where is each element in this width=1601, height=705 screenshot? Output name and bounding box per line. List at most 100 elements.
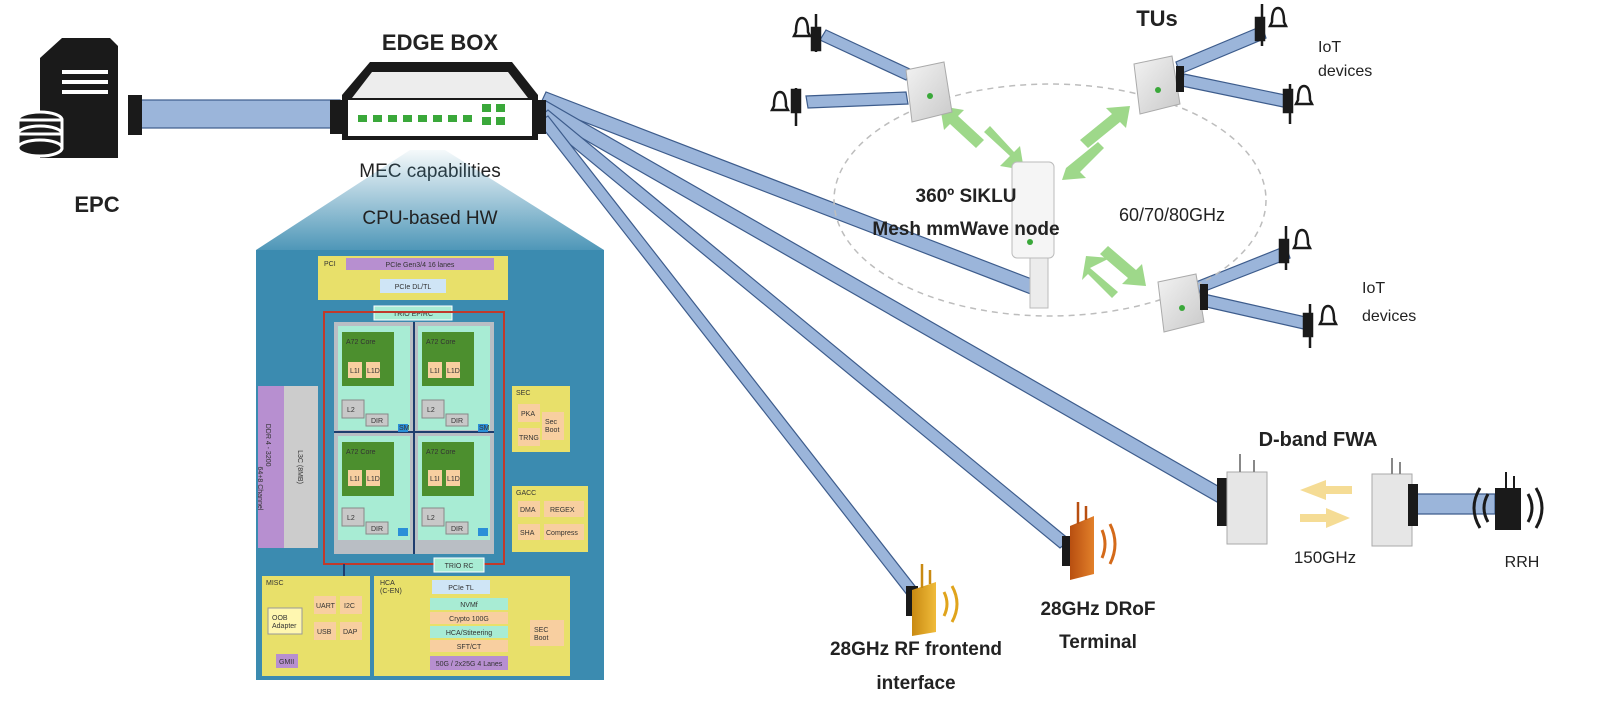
chip-sm-2: SM — [479, 425, 490, 432]
chip-hca-steer: HCA/Stiteering — [446, 630, 492, 637]
chip-dir-4: DIR — [451, 526, 463, 533]
bell-icon — [1254, 4, 1289, 46]
chip-l3c: L3C (8MB) — [296, 450, 303, 484]
chip-sha: SHA — [520, 530, 535, 537]
dband-unit-right — [1371, 458, 1418, 547]
core-quad: A72 Core A72 Core A72 Core A72 Core L1I … — [334, 322, 494, 554]
chip-l1d-1: L1D — [367, 368, 380, 375]
chip-crypto: Crypto 100G — [449, 616, 489, 623]
rrh-antenna-icon — [1472, 472, 1544, 530]
mesh-ellipse — [833, 83, 1267, 317]
chip-gmii: GMII — [279, 659, 294, 666]
chip-core-4: A72 Core — [426, 449, 456, 456]
mec-beam — [256, 150, 604, 250]
freq-mesh-label: 60/70/80GHz — [1119, 205, 1225, 225]
chip-l2-4: L2 — [427, 515, 435, 522]
fiber-links — [139, 25, 1496, 597]
chip-nvmf: NVMf — [460, 602, 478, 609]
rf-frontend-icon — [906, 564, 959, 636]
chip-sftct: SFT/CT — [457, 644, 482, 651]
tu-units — [905, 55, 1208, 333]
link-edge-drof — [537, 109, 1071, 549]
epc-server-icon — [16, 38, 142, 158]
chip-lanes: 50G / 2x25G 4 Lanes — [436, 661, 503, 668]
dband-label: D-band FWA — [1259, 429, 1378, 451]
chip-core-3: A72 Core — [346, 449, 376, 456]
epc-label: EPC — [74, 192, 119, 217]
chip-core-1: A72 Core — [346, 339, 376, 346]
bell-icon — [1302, 304, 1339, 348]
bell-icon — [791, 14, 822, 52]
iot-top-line2: devices — [1318, 63, 1372, 80]
tu-unit-3 — [1157, 273, 1208, 333]
chip-uart: UART — [316, 603, 336, 610]
freq-dband-label: 150GHz — [1294, 548, 1356, 567]
chip-pcie-tl: PCIe TL — [448, 585, 474, 592]
chip-dir-2: DIR — [451, 418, 463, 425]
chip-l1i-4: L1I — [430, 476, 440, 483]
chip-l1i-2: L1I — [430, 368, 440, 375]
chip-l2-1: L2 — [347, 407, 355, 414]
iot-top-line1: IoT — [1318, 39, 1341, 56]
chip-l1d-4: L1D — [447, 476, 460, 483]
chip-trng: TRNG — [519, 435, 539, 442]
chip-l2-2: L2 — [427, 407, 435, 414]
chip-pka: PKA — [521, 411, 535, 418]
chip-l1i-1: L1I — [350, 368, 360, 375]
tu-unit-1 — [905, 61, 953, 123]
iot-mid-line1: IoT — [1362, 280, 1385, 297]
chip-dir-1: DIR — [371, 418, 383, 425]
chip-pcie-dltl: PCIe DL/TL — [395, 284, 432, 291]
bell-icon — [769, 88, 802, 126]
chip-trio-eprc: TRIO EP/RC — [393, 311, 433, 318]
link-epc-edge — [139, 99, 341, 129]
bell-icon — [1282, 84, 1315, 124]
siklu-label-1: 360º SIKLU — [916, 186, 1017, 207]
rrh-label: RRH — [1505, 554, 1540, 571]
tus-label: TUs — [1136, 6, 1178, 31]
chip-misc: MISC — [266, 580, 284, 587]
siklu-node-icon — [1011, 161, 1055, 309]
chip-regex: REGEX — [550, 507, 575, 514]
chip-gacc: GACC — [516, 490, 536, 497]
dband-unit-left — [1217, 454, 1268, 545]
chip-ddr: DDR 4 - 320064+8 Channel — [256, 424, 271, 511]
chip-l1d-2: L1D — [447, 368, 460, 375]
chip-usb: USB — [317, 629, 332, 636]
link-tu1-iot-b — [805, 91, 909, 109]
chip-pcie-gen: PCIe Gen3/4 16 lanes — [386, 262, 455, 269]
link-edge-dband — [539, 100, 1224, 503]
drof-label-1: 28GHz DRoF — [1040, 599, 1155, 620]
chip-i2c: I2C — [344, 603, 355, 610]
chip-hca: HCA(C-EN) — [380, 580, 402, 595]
chip-dap: DAP — [343, 629, 358, 636]
iot-devices — [769, 4, 1339, 348]
link-tu2-iot-b — [1181, 73, 1291, 109]
chip-trio-rc: TRIO RC — [445, 563, 474, 570]
bell-icon — [1278, 226, 1313, 270]
edge-box-label: EDGE BOX — [382, 30, 498, 55]
chip-pci: PCI — [324, 261, 336, 268]
dband-yellow-arrows — [1300, 480, 1352, 528]
link-tu1-iot-a — [819, 29, 913, 81]
edge-box-icon — [330, 62, 546, 140]
drof-terminal-icon — [1062, 502, 1117, 580]
chip-compress: Compress — [546, 530, 578, 537]
chip-l1i-3: L1I — [350, 476, 360, 483]
chip-dir-3: DIR — [371, 526, 383, 533]
tu-unit-2 — [1133, 55, 1184, 115]
chip-core-2: A72 Core — [426, 339, 456, 346]
rf-label-2: interface — [876, 673, 955, 694]
drof-label-2: Terminal — [1059, 632, 1137, 653]
link-tu3-iot-b — [1201, 293, 1311, 331]
rf-label-1: 28GHz RF frontend — [830, 639, 1002, 660]
cpu-chip-diagram: PCI PCIe Gen3/4 16 lanes PCIe DL/TL TRIO… — [256, 250, 604, 680]
mesh-green-arrows — [940, 106, 1146, 298]
siklu-label-2: Mesh mmWave node — [872, 219, 1059, 240]
cpu-hw-label: CPU-based HW — [362, 208, 497, 229]
